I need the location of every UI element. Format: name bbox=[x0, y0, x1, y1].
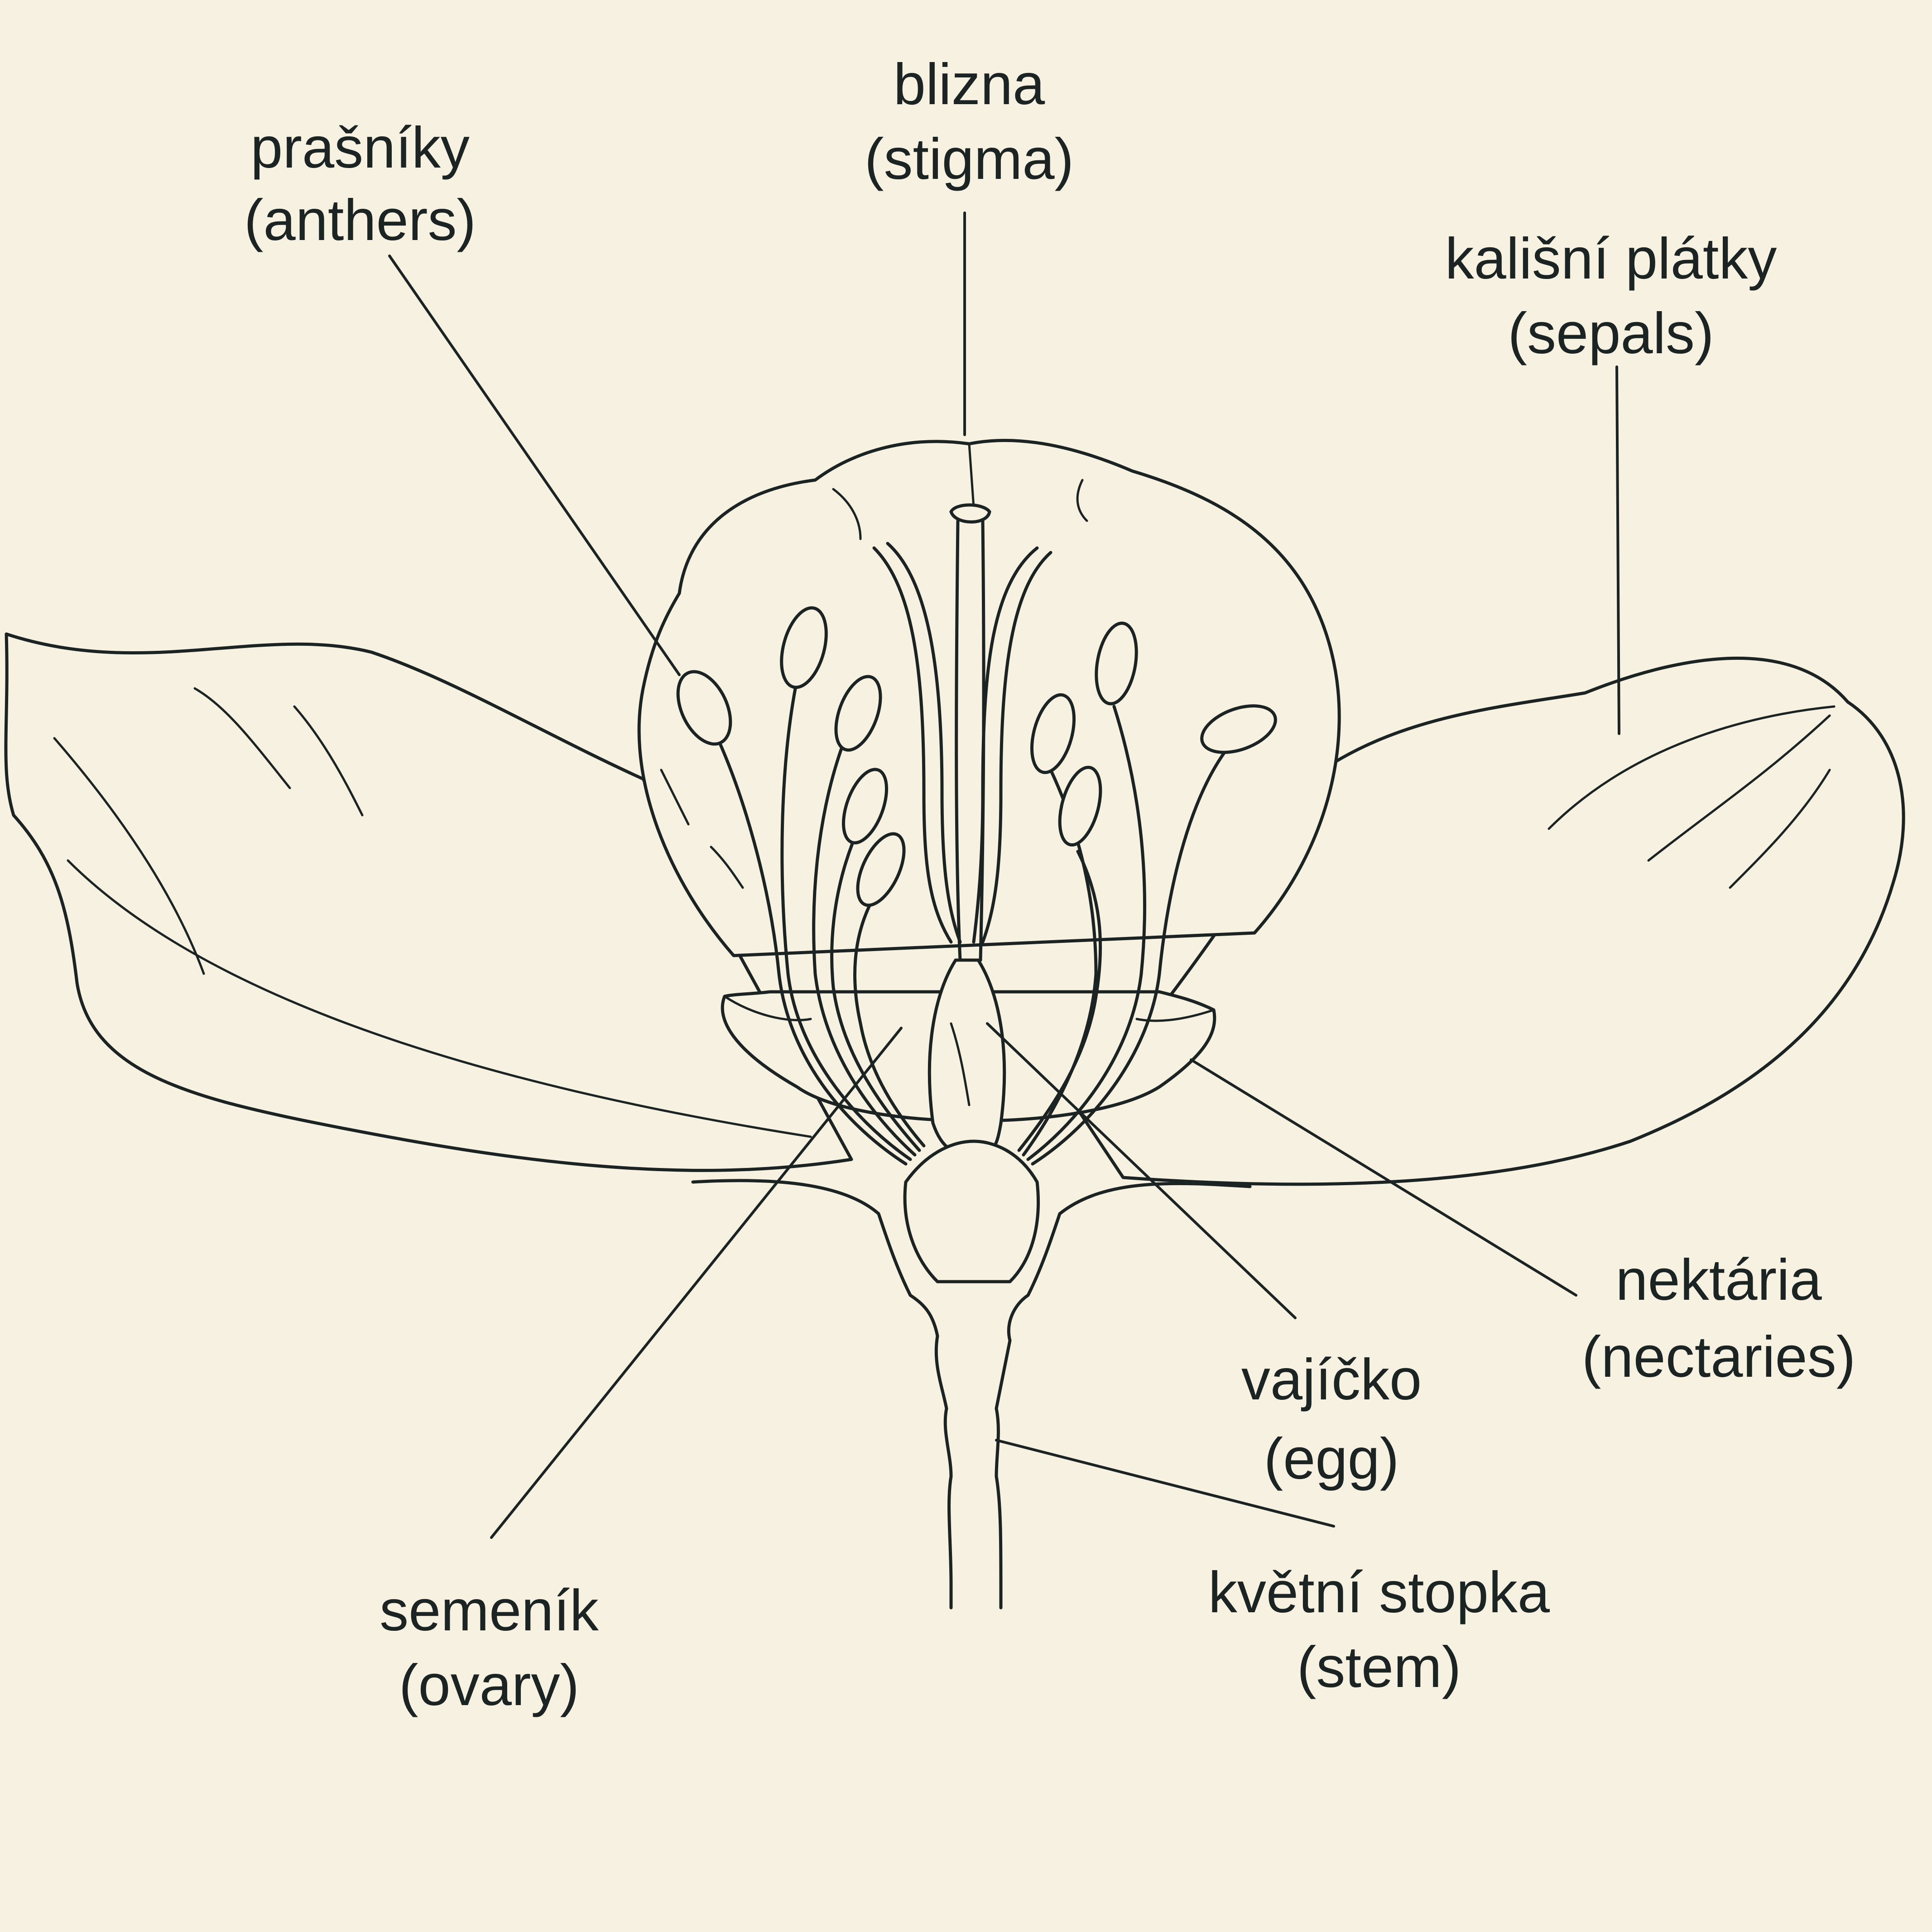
stamen-filament bbox=[830, 822, 921, 1152]
anther bbox=[780, 606, 828, 689]
label-stem-cs: květní stopka bbox=[1208, 1560, 1550, 1625]
ovary-leader bbox=[490, 1027, 903, 1539]
inner-filament bbox=[981, 551, 1053, 944]
label-sepals-en: (sepals) bbox=[1508, 301, 1714, 366]
stamen-filament bbox=[1017, 850, 1102, 1152]
label-nectaries-cs: nektária bbox=[1615, 1248, 1822, 1312]
stem-outline bbox=[691, 1179, 953, 1610]
inner-filament bbox=[972, 546, 1039, 944]
egg-leader bbox=[986, 1022, 1297, 1319]
anther bbox=[1030, 693, 1076, 774]
label-ovary-en: (ovary) bbox=[399, 1653, 579, 1718]
petal-crease bbox=[832, 488, 862, 540]
stamen-filament bbox=[853, 895, 926, 1148]
label-stigma-en: (stigma) bbox=[865, 127, 1074, 192]
anthers-leader bbox=[388, 255, 681, 676]
label-stem-en: (stem) bbox=[1297, 1635, 1461, 1700]
petal-crease bbox=[660, 769, 690, 826]
sepals-leader bbox=[1615, 365, 1620, 735]
stamen-filament bbox=[812, 732, 917, 1157]
label-stigma-cs: blizna bbox=[894, 52, 1045, 117]
anther bbox=[676, 670, 732, 746]
right-sepal-vein bbox=[1548, 705, 1836, 830]
back-petal bbox=[637, 439, 1341, 957]
label-egg-en: (egg) bbox=[1264, 1427, 1399, 1491]
label-ovary-cs: semeník bbox=[380, 1578, 599, 1643]
flower-illustration bbox=[4, 439, 1905, 1610]
right-sepal-vein bbox=[1647, 714, 1831, 862]
label-nectaries-en: (nectaries) bbox=[1582, 1325, 1856, 1389]
left-sepal-vein bbox=[53, 737, 205, 975]
left-sepal-vein bbox=[67, 859, 812, 1138]
nectaries-leader bbox=[1190, 1058, 1577, 1297]
stamen-filament bbox=[780, 678, 912, 1161]
stamen-filament bbox=[714, 732, 908, 1166]
inner-filament bbox=[872, 546, 953, 944]
anther bbox=[841, 768, 889, 845]
nectary-rim bbox=[1135, 1009, 1215, 1022]
label-egg-cs: vajíčko bbox=[1241, 1347, 1422, 1412]
ovary-inner bbox=[950, 1022, 971, 1106]
left-sepal-vein bbox=[193, 687, 291, 789]
label-anthers-cs: prašníky bbox=[250, 115, 470, 180]
anther bbox=[856, 832, 906, 907]
receptacle bbox=[903, 1139, 1040, 1283]
left-sepal-vein bbox=[293, 705, 364, 817]
petal-crease bbox=[1076, 479, 1088, 522]
stigma-tip bbox=[949, 503, 991, 524]
leader-lines bbox=[388, 211, 1620, 1539]
anther bbox=[1200, 704, 1277, 754]
ovary-body bbox=[928, 958, 1006, 1157]
label-anthers-en: (anthers) bbox=[244, 188, 476, 253]
stem-outline bbox=[995, 1182, 1252, 1610]
labels: prašníky (anthers) blizna (stigma) kališ… bbox=[244, 52, 1855, 1718]
petal-crease bbox=[968, 442, 975, 509]
nectary-rim bbox=[723, 995, 812, 1021]
inner-filament bbox=[886, 542, 962, 944]
petal-crease bbox=[710, 846, 744, 889]
stamen-filament bbox=[1031, 741, 1234, 1166]
anther bbox=[1058, 765, 1102, 847]
label-sepals-cs: kališní plátky bbox=[1445, 226, 1777, 291]
anther bbox=[834, 675, 882, 752]
stem-leader bbox=[995, 1439, 1335, 1528]
right-sepal-vein bbox=[1729, 769, 1831, 889]
anther bbox=[1095, 621, 1138, 706]
left-sepal bbox=[4, 632, 853, 1172]
